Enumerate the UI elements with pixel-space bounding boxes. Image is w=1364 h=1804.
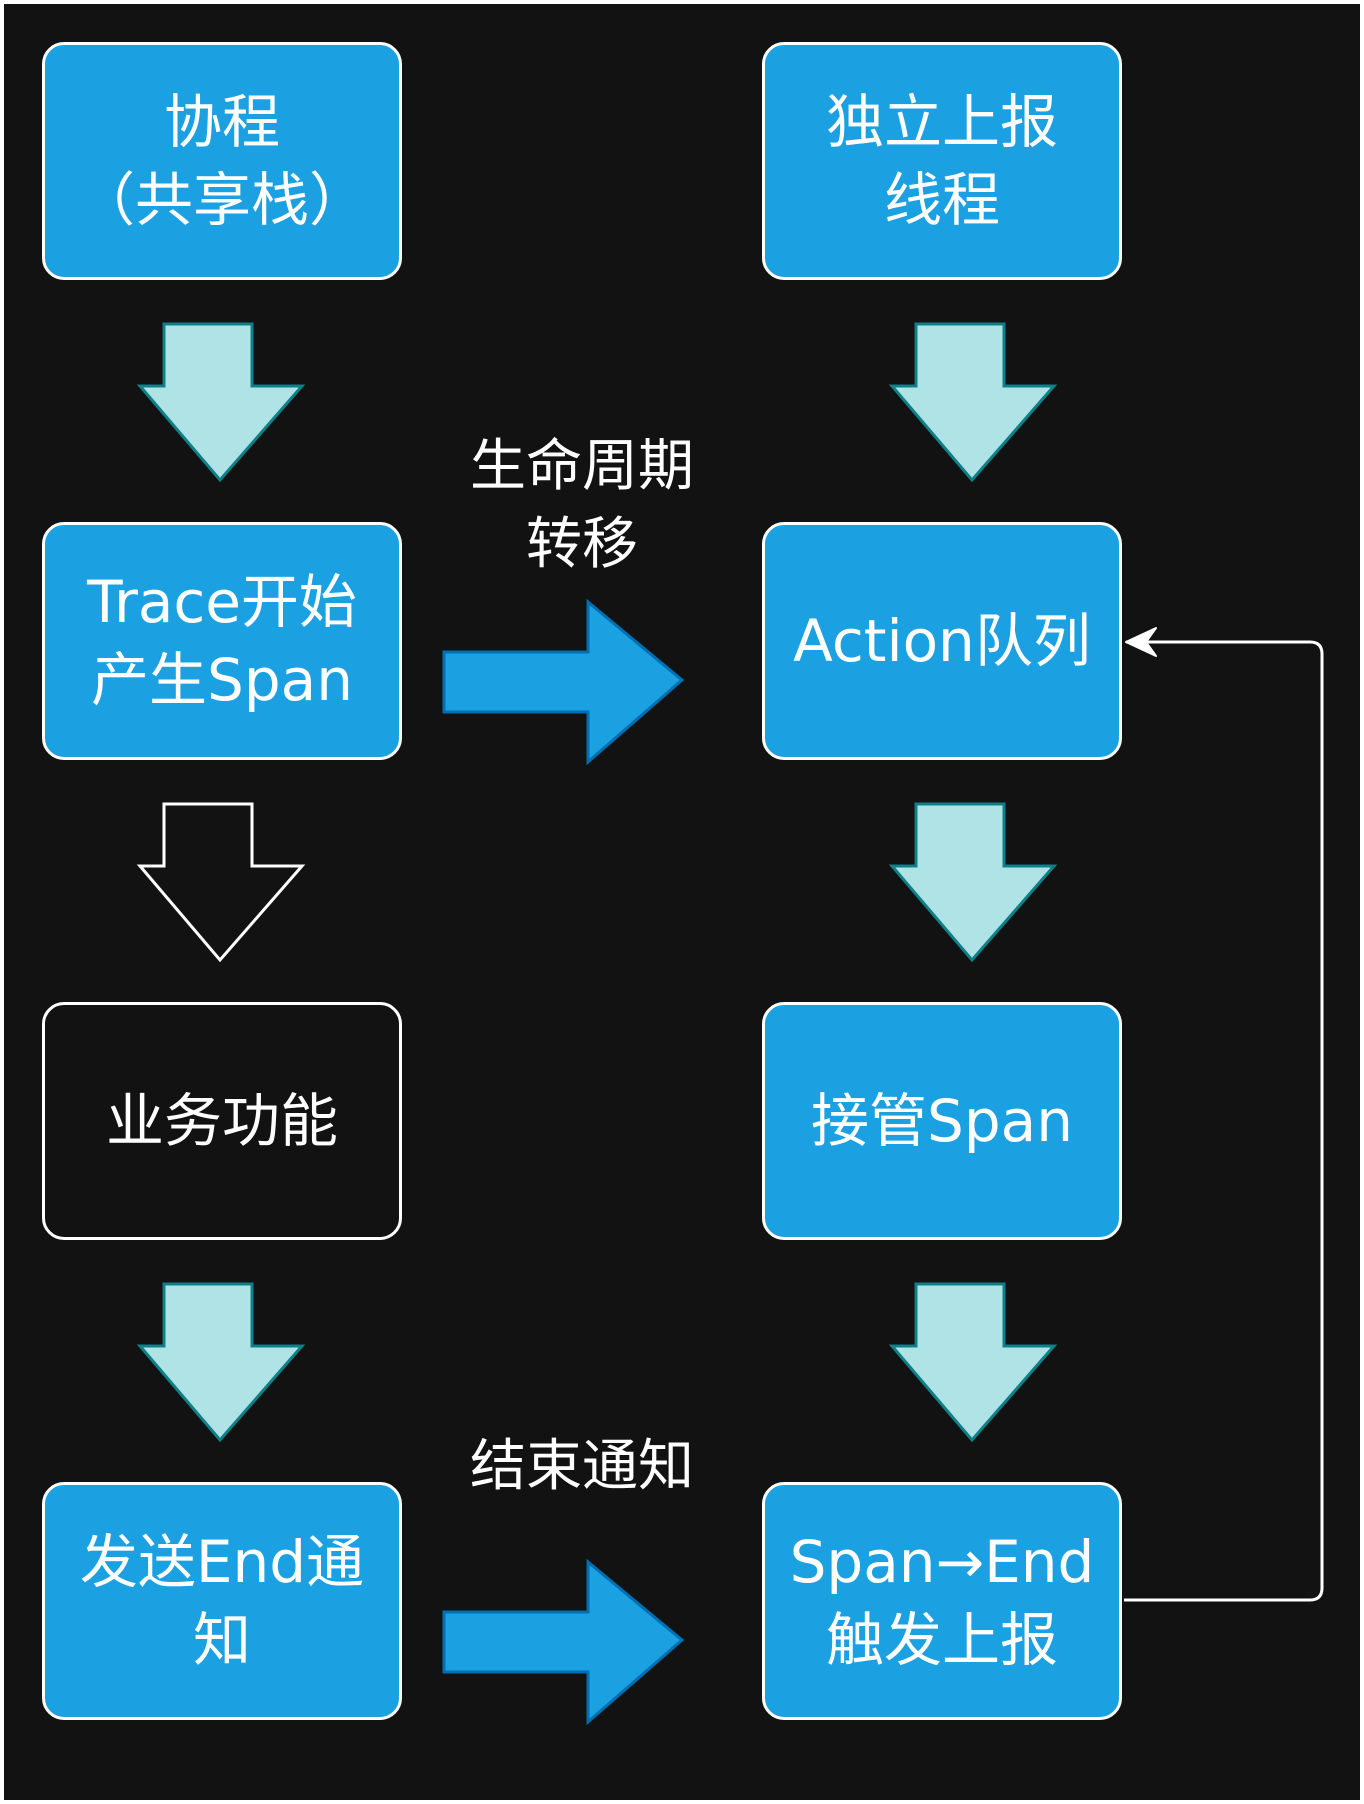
edge-label-end-notification: 结束通知 xyxy=(470,1434,694,1499)
down-arrow-icon xyxy=(888,802,1058,963)
node-send-end: 发送End通 知 xyxy=(42,1482,402,1720)
down-arrow-icon xyxy=(136,1282,306,1443)
right-arrow-icon xyxy=(442,598,685,766)
edge-label-lifecycle-transfer: 生命周期 转移 xyxy=(470,434,694,577)
down-arrow-icon xyxy=(136,322,306,483)
down-arrow-icon xyxy=(888,322,1058,483)
node-coroutine: 协程 （共享栈） xyxy=(42,42,402,280)
node-trace-start: Trace开始 产生Span xyxy=(42,522,402,760)
right-arrow-icon xyxy=(442,1558,685,1726)
down-arrow-outline-icon xyxy=(136,802,306,963)
loop-back-connector xyxy=(1124,640,1324,1602)
connector-arrowhead-icon xyxy=(1125,627,1157,657)
node-action-queue: Action队列 xyxy=(762,522,1122,760)
node-business: 业务功能 xyxy=(42,1002,402,1240)
node-report-thread: 独立上报 线程 xyxy=(762,42,1122,280)
node-take-over: 接管Span xyxy=(762,1002,1122,1240)
down-arrow-icon xyxy=(888,1282,1058,1443)
node-span-end: Span→End 触发上报 xyxy=(762,1482,1122,1720)
